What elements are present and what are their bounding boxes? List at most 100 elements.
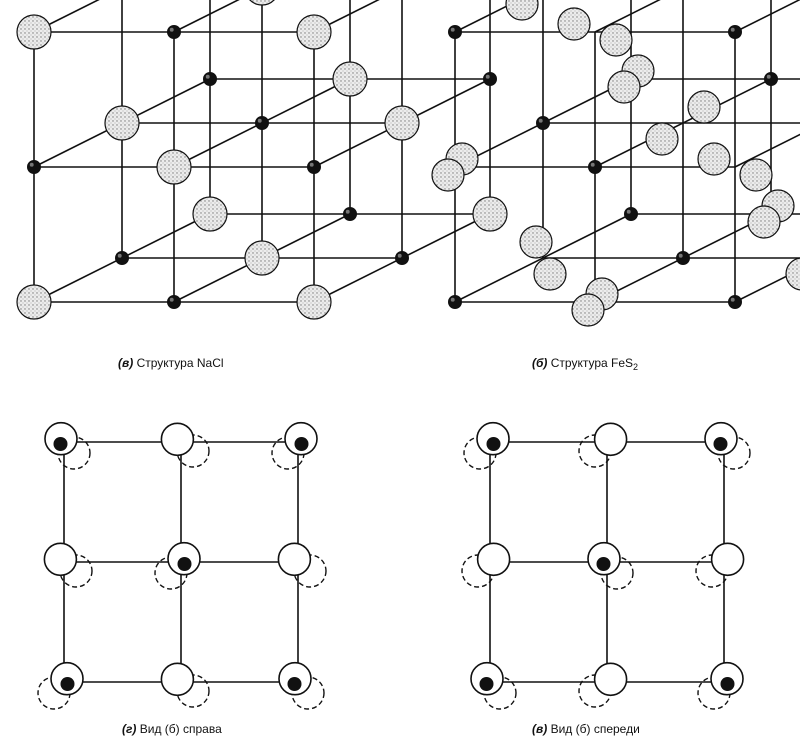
cation-dot xyxy=(60,677,75,691)
anion-sphere xyxy=(384,105,420,141)
caption-front-view: (в) Вид (б) спереди xyxy=(532,722,640,736)
cation-highlight xyxy=(538,118,543,123)
cation-highlight xyxy=(397,253,402,258)
anion-sphere xyxy=(557,7,591,41)
open-atom-circle xyxy=(593,662,628,697)
anion-sphere xyxy=(519,225,553,259)
anion-sphere xyxy=(533,257,567,291)
anion-sphere xyxy=(244,240,280,276)
open-atom-circle xyxy=(160,662,195,697)
open-atom-circle xyxy=(160,422,195,457)
open-atom-circle xyxy=(476,542,511,577)
cation-highlight xyxy=(169,297,174,302)
anion-sphere xyxy=(607,70,641,104)
lattice-edge xyxy=(594,0,661,33)
cation-dot xyxy=(486,437,501,451)
cation-dot xyxy=(287,677,302,691)
lattice-edge xyxy=(33,0,100,33)
cation-dot xyxy=(588,160,602,174)
anion-sphere xyxy=(16,14,52,50)
anion-sphere xyxy=(697,142,731,176)
anion-sphere xyxy=(104,105,140,141)
cation-dot xyxy=(536,116,550,130)
cation-dot xyxy=(177,557,192,571)
cation-dot xyxy=(167,25,181,39)
cation-dot xyxy=(713,437,728,451)
cation-highlight xyxy=(590,162,595,167)
side-view-panel xyxy=(37,421,327,710)
anion-sphere xyxy=(192,196,228,232)
open-atom-circle xyxy=(710,542,745,577)
caption-text: Структура FeS xyxy=(550,356,634,370)
cation-dot xyxy=(676,251,690,265)
caption-marker: (б) xyxy=(532,356,548,370)
cation-highlight xyxy=(205,74,210,79)
lattice-edge xyxy=(734,133,800,168)
caption-side-view: (г) Вид (б) справа xyxy=(122,722,222,736)
anion-sphere xyxy=(332,61,368,97)
cation-dot xyxy=(53,437,68,451)
cation-dot xyxy=(167,295,181,309)
cation-dot xyxy=(307,160,321,174)
caption-marker: (в) xyxy=(532,722,548,736)
anion-sphere xyxy=(156,149,192,185)
lattice-edge xyxy=(313,0,380,33)
lattice-edge xyxy=(454,0,521,33)
cation-highlight xyxy=(678,253,683,258)
anion-sphere xyxy=(505,0,539,21)
anion-sphere xyxy=(16,284,52,320)
caption-text: Структура NaCl xyxy=(136,356,224,370)
caption-marker: (в) xyxy=(118,356,134,370)
open-atom-circle xyxy=(593,422,628,457)
cation-dot xyxy=(203,72,217,86)
cation-highlight xyxy=(169,27,174,32)
cation-highlight xyxy=(345,209,350,214)
nacl-structure-panel xyxy=(16,0,508,320)
anion-sphere xyxy=(472,196,508,232)
open-atom-circle xyxy=(43,542,78,577)
cation-dot xyxy=(395,251,409,265)
caption-text: Вид (б) справа xyxy=(139,722,222,736)
cation-dot xyxy=(720,677,735,691)
cation-dot xyxy=(728,25,742,39)
anion-sphere xyxy=(739,158,773,192)
anion-sphere xyxy=(687,90,721,124)
caption-marker: (г) xyxy=(122,722,137,736)
anion-sphere xyxy=(747,205,781,239)
cation-highlight xyxy=(766,74,771,79)
cation-highlight xyxy=(485,74,490,79)
cation-dot xyxy=(624,207,638,221)
lattice-edge xyxy=(734,268,800,303)
anion-sphere xyxy=(431,158,465,192)
cation-dot xyxy=(115,251,129,265)
cation-highlight xyxy=(626,209,631,214)
cation-dot xyxy=(255,116,269,130)
anion-sphere xyxy=(645,122,679,156)
cation-dot xyxy=(448,25,462,39)
cation-highlight xyxy=(29,162,34,167)
cation-dot xyxy=(27,160,41,174)
cation-highlight xyxy=(117,253,122,258)
anion-sphere xyxy=(249,0,275,6)
caption-text: Вид (б) спереди xyxy=(550,722,640,736)
cation-highlight xyxy=(450,27,455,32)
anion-sphere xyxy=(785,257,800,291)
caption-fes2-structure: (б) Структура FeS2 xyxy=(532,356,638,372)
open-atom-circle xyxy=(277,542,312,577)
front-view-panel xyxy=(461,421,751,710)
cation-dot xyxy=(728,295,742,309)
cation-dot xyxy=(448,295,462,309)
lattice-edge xyxy=(173,0,240,33)
cation-highlight xyxy=(730,297,735,302)
cation-dot xyxy=(596,557,611,571)
cation-dot xyxy=(483,72,497,86)
cation-dot xyxy=(294,437,309,451)
anion-sphere xyxy=(296,14,332,50)
anion-sphere xyxy=(296,284,332,320)
cation-dot xyxy=(479,677,494,691)
cation-highlight xyxy=(309,162,314,167)
anion-sphere xyxy=(571,293,605,327)
caption-nacl-structure: (в) Структура NaCl xyxy=(118,356,224,370)
cation-dot xyxy=(764,72,778,86)
